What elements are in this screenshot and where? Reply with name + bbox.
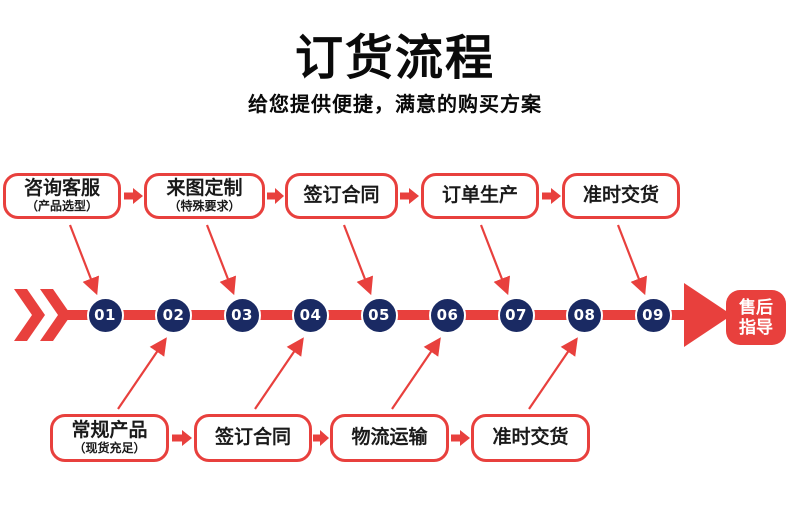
- box-label: 签订合同: [303, 184, 380, 207]
- timeline-step-8: 08: [566, 296, 603, 334]
- bottom-flow-box-on-time-delivery: 准时交货: [471, 414, 590, 462]
- top-connector-arrow-icons: [68, 224, 648, 296]
- box-sublabel: （现货充足）: [73, 441, 146, 456]
- box-label: 来图定制: [166, 177, 243, 200]
- bottom-flow-box-logistics: 物流运输: [330, 414, 449, 462]
- bottom-flow-box-standard-product: 常规产品 （现货充足）: [50, 414, 169, 462]
- top-flow-box-sign-contract: 签订合同: [285, 173, 398, 219]
- timeline-step-2: 02: [155, 296, 192, 334]
- timeline-step-4: 04: [292, 296, 329, 334]
- page-title: 订货流程: [294, 30, 495, 86]
- timeline-step-5: 05: [360, 296, 398, 334]
- timeline-step-7: 07: [497, 296, 535, 334]
- top-flow-box-consult: 咨询客服 （产品选型）: [3, 173, 121, 219]
- after-sales-line1: 售后: [739, 297, 773, 318]
- top-flow-box-custom-design: 来图定制 （特殊要求）: [144, 173, 265, 219]
- bottom-flow-arrow-icons: [172, 430, 470, 446]
- timeline-step-3: 03: [223, 296, 261, 334]
- box-label: 常规产品: [71, 419, 148, 442]
- top-flow-box-production: 订单生产: [421, 173, 539, 219]
- box-sublabel: （特殊要求）: [168, 199, 241, 214]
- box-label: 物流运输: [351, 426, 428, 449]
- page-subtitle: 给您提供便捷，满意的购买方案: [248, 92, 542, 116]
- top-flow-arrow-icons: [124, 188, 561, 204]
- box-label: 订单生产: [441, 184, 518, 207]
- timeline-step-9: 09: [634, 296, 672, 334]
- box-label: 准时交货: [492, 426, 569, 449]
- timeline-arrowhead-icon: [684, 283, 732, 347]
- box-sublabel: （产品选型）: [25, 199, 98, 214]
- box-label: 准时交货: [582, 184, 659, 207]
- box-label: 咨询客服: [23, 177, 100, 200]
- after-sales-line2: 指导: [739, 317, 773, 338]
- bottom-connector-arrow-icons: [117, 337, 578, 410]
- timeline-step-1: 01: [86, 296, 124, 334]
- box-label: 签订合同: [214, 426, 291, 449]
- after-sales-badge: 售后 指导: [726, 290, 786, 345]
- top-flow-box-on-time-delivery: 准时交货: [562, 173, 680, 219]
- timeline-step-6: 06: [429, 296, 466, 334]
- bottom-flow-box-sign-contract: 签订合同: [194, 414, 312, 462]
